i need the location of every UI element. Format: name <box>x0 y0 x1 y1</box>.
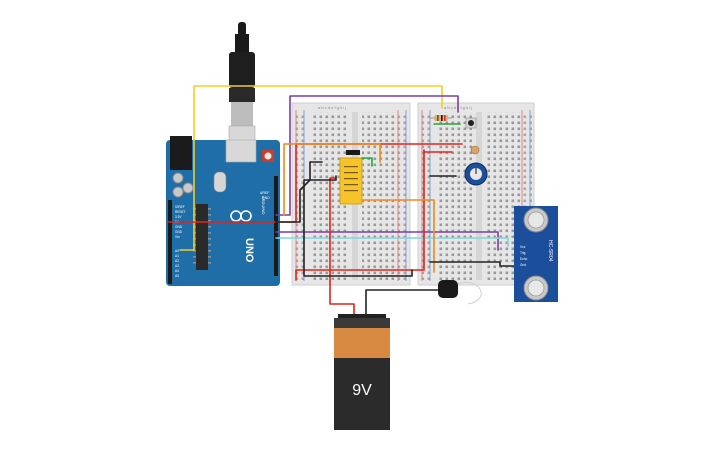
photoresistor <box>470 145 480 155</box>
power-pin-label: IOREF <box>175 205 185 209</box>
wire-green-b <box>361 157 373 167</box>
analog-pin-label: A0 <box>175 249 179 253</box>
wire-orange-relay <box>361 199 435 273</box>
arduino-gnd-label: GND <box>262 196 270 200</box>
arduino-aref-label: AREF <box>260 191 269 195</box>
wire-purple-right <box>275 231 499 251</box>
ultrasonic-pin-label: Gnd <box>520 263 526 267</box>
breadboard-left-columns: a b c d e f g h i j <box>318 105 346 110</box>
push-button <box>465 117 477 129</box>
ultrasonic-sensor: HC-SR04 Vcc Trig Echo Gnd <box>514 206 558 302</box>
wire-purple-top <box>275 95 459 216</box>
analog-pin-label: A2 <box>175 259 179 263</box>
arduino-logo-text: ARDUINO <box>261 196 266 214</box>
resistor <box>430 115 452 121</box>
analog-pin-label: A3 <box>175 264 179 268</box>
analog-pin-label: A1 <box>175 254 179 258</box>
battery-9v: 9V <box>334 314 390 430</box>
diode <box>346 150 360 155</box>
analog-pin-label: A4 <box>175 269 179 273</box>
power-pin-label: GND <box>175 230 183 234</box>
power-pin-label: Vin <box>175 235 180 239</box>
analog-pin-label: A5 <box>175 274 179 278</box>
ultrasonic-pin-label: Vcc <box>520 245 526 249</box>
usb-cable <box>228 22 256 161</box>
wire-red-battery <box>329 177 355 319</box>
wire-black-a <box>275 161 323 223</box>
wire-cyan <box>275 237 509 247</box>
power-pin-label: RESET <box>175 210 186 214</box>
potentiometer <box>464 162 488 186</box>
wire-black-b <box>303 175 413 277</box>
relay-module <box>339 157 363 205</box>
arduino-logo <box>230 210 252 222</box>
battery-label: 9V <box>352 382 372 399</box>
wire-black-right <box>429 261 515 267</box>
arduino-uno-board: UNO ARDUINO AREF GND IOREF RESET 3.3V 5V… <box>166 136 280 286</box>
wire-orange-top <box>283 143 381 216</box>
buzzer <box>438 280 482 305</box>
wire-red-right <box>295 149 425 281</box>
ultrasonic-model: HC-SR04 <box>547 240 553 262</box>
ultrasonic-pin-label: Echo <box>520 257 527 261</box>
wire-yellow <box>193 85 443 251</box>
wire-black-buzzer <box>365 289 441 319</box>
ultrasonic-pin-label: Trig <box>520 251 526 255</box>
power-pin-label: 3.3V <box>175 215 182 219</box>
power-pin-label: GND <box>175 225 183 229</box>
arduino-brand: UNO <box>243 238 255 263</box>
